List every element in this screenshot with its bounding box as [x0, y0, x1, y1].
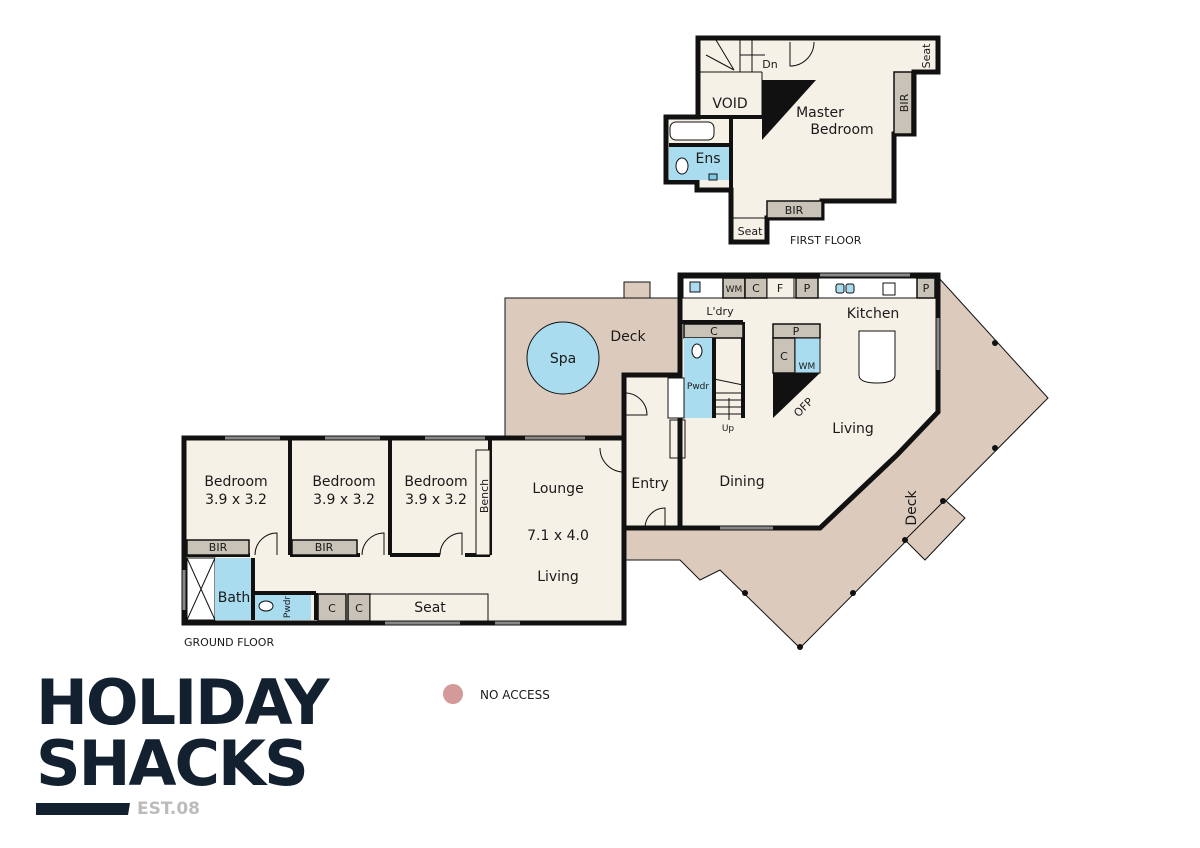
spa-icon	[526, 321, 600, 395]
room-label-master-bedroom: Master	[796, 105, 844, 121]
seat-bench	[369, 593, 489, 622]
deck-posts	[742, 340, 998, 650]
p-island-label: P	[793, 325, 800, 338]
room-label-dining: Dining	[719, 474, 764, 490]
logo-line-2: SHACKS	[36, 727, 309, 800]
room-label-bath: Bath	[218, 590, 251, 606]
kitchen-island	[858, 330, 896, 384]
room-label-ensuite: Ens	[695, 151, 720, 167]
stairs-down-label: Dn	[762, 58, 777, 71]
logo-bar	[36, 803, 130, 815]
bir-2-label: BIR	[315, 541, 334, 554]
room-size-bedroom-1: 3.9 x 3.2	[205, 492, 267, 508]
cupboard-1-label: C	[328, 602, 336, 615]
cupboard-2-label: C	[355, 602, 363, 615]
bench-label: Bench	[478, 479, 491, 513]
room-size-lounge: 7.1 x 4.0	[527, 528, 589, 544]
wm-island-label: WM	[799, 362, 816, 372]
p-top1	[795, 277, 819, 299]
room-label-lounge: Lounge	[532, 481, 583, 497]
room-label-bedroom-2: Bedroom	[312, 474, 375, 490]
deck-steps	[904, 499, 966, 561]
logo-line-1: HOLIDAY	[36, 666, 330, 739]
first-floor-plan: Master Bedroom VOID Ens Dn BIR Seat BIR …	[663, 35, 941, 247]
room-label-void: VOID	[712, 96, 747, 112]
ground-floor-plan: Bedroom 3.9 x 3.2 Bedroom 3.9 x 3.2 Bedr…	[181, 272, 1049, 650]
fridge-label: F	[777, 282, 783, 295]
room-label-entry: Entry	[631, 476, 668, 492]
toilet-icon	[691, 343, 703, 359]
p-top2	[916, 277, 936, 299]
room-label-living-right: Living	[832, 421, 874, 437]
bir-1-label: BIR	[209, 541, 228, 554]
wm-island	[794, 337, 821, 374]
cupboard-1	[317, 593, 347, 622]
bir-1	[186, 539, 250, 556]
seat-label: Seat	[414, 600, 446, 616]
sink-icon	[689, 281, 701, 293]
bir-bottom	[766, 200, 823, 219]
toilet-icon	[258, 600, 274, 612]
cooktop-icon	[882, 282, 896, 296]
bathtub-icon	[669, 121, 715, 141]
stairs	[669, 378, 744, 459]
wm-top-label: WM	[726, 285, 743, 295]
room-label-pwdr-left: Pwdr	[283, 596, 293, 619]
room-label-bedroom-1: Bedroom	[204, 474, 267, 490]
cupboard-mid-label: C	[710, 325, 718, 338]
legend-no-access: NO ACCESS	[480, 688, 550, 702]
toilet-icon	[675, 157, 689, 175]
windows	[182, 273, 940, 625]
no-access-swatch	[443, 684, 463, 704]
bir-2	[291, 539, 358, 556]
p-top2-label: P	[923, 282, 930, 295]
room-label-master-bedroom-2: Bedroom	[810, 122, 873, 138]
first-floor-title: FIRST FLOOR	[790, 234, 862, 247]
room-label-kitchen: Kitchen	[847, 306, 900, 322]
c-island-label: C	[780, 350, 788, 363]
bir-right	[893, 71, 913, 135]
fridge	[766, 277, 795, 299]
spa-label: Spa	[550, 351, 576, 367]
bench	[475, 449, 491, 556]
logo-est: EST.08	[137, 799, 200, 819]
void-shaft	[762, 80, 816, 140]
room-label-deck-right: Deck	[904, 490, 920, 526]
p-top1-label: P	[804, 282, 811, 295]
room-size-bedroom-3: 3.9 x 3.2	[405, 492, 467, 508]
room-label-bedroom-3: Bedroom	[404, 474, 467, 490]
seat-bottom-label: Seat	[738, 225, 763, 238]
room-label-pwdr-mid: Pwdr	[687, 382, 710, 392]
door-swing	[789, 41, 815, 67]
c-top-label: C	[752, 282, 760, 295]
room-label-deck-spa: Deck	[610, 329, 646, 345]
seat-top-label: Seat	[920, 43, 933, 68]
bir-right-label: BIR	[898, 93, 911, 112]
basin-icon	[708, 173, 718, 181]
ground-floor-title: GROUND FLOOR	[184, 636, 274, 649]
bir-bottom-label: BIR	[785, 204, 804, 217]
room-size-bedroom-2: 3.9 x 3.2	[313, 492, 375, 508]
room-label-laundry: L'dry	[706, 305, 734, 318]
fireplace	[773, 373, 820, 418]
room-label-living-left: Living	[537, 569, 579, 585]
stairs-up-label: Up	[722, 424, 735, 434]
bath-floor	[215, 558, 253, 620]
